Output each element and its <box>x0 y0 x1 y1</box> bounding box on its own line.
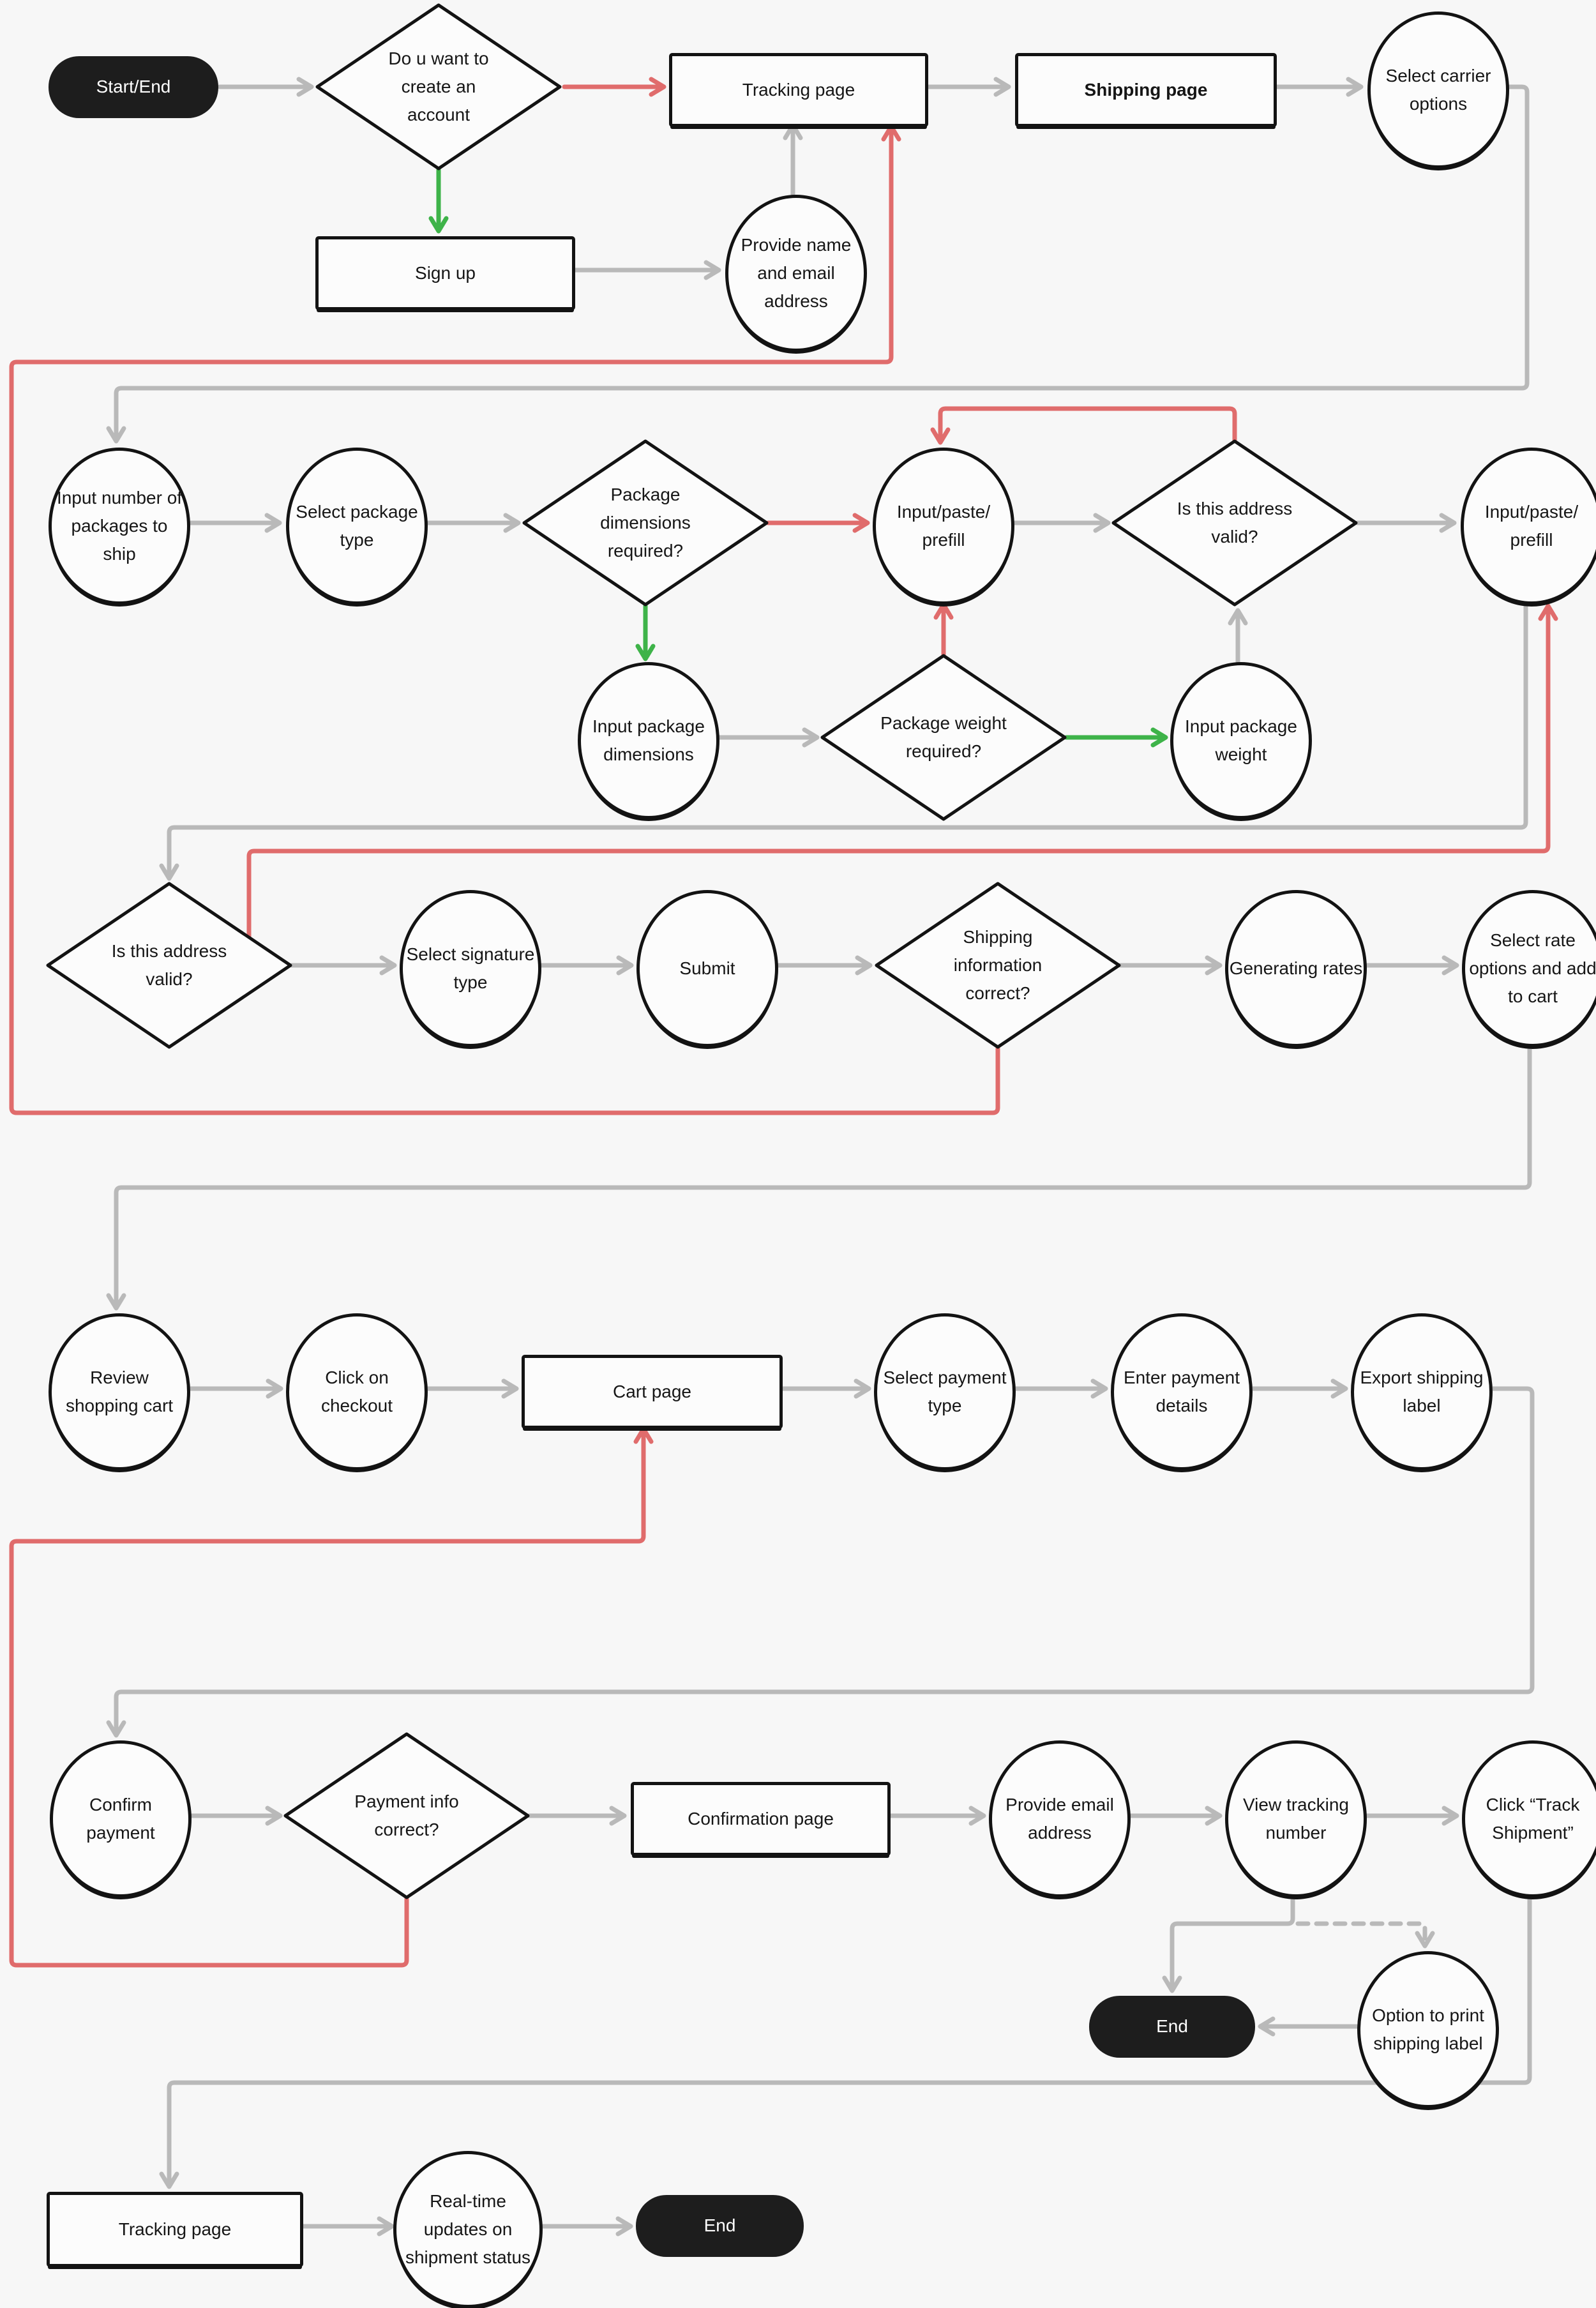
diamond-shape <box>46 882 292 1049</box>
node-provide-name-email[interactable]: Provide name and email address <box>725 195 867 352</box>
node-enter-payment-details[interactable]: Enter payment details <box>1111 1313 1253 1470</box>
node-address-valid-decision-2[interactable]: Is this address valid? <box>45 880 294 1050</box>
node-label: End <box>704 2215 736 2236</box>
node-review-shopping-cart[interactable]: Review shopping cart <box>49 1313 190 1470</box>
node-label: Tracking page <box>118 2219 232 2239</box>
node-package-weight-decision[interactable]: Package weight required? <box>819 652 1068 822</box>
node-label: Is this address valid? <box>1177 498 1293 547</box>
node-label: Select package type <box>296 501 418 550</box>
node-label: Input/paste/ prefill <box>896 501 991 550</box>
node-package-dimensions-decision[interactable]: Package dimensions required? <box>521 438 770 608</box>
diamond-shape <box>1111 439 1358 607</box>
node-label: Shipping page <box>1084 79 1208 100</box>
node-option-print-label[interactable]: Option to print shipping label <box>1357 1951 1499 2108</box>
node-label: End <box>1156 2016 1188 2037</box>
node-select-rate-options[interactable]: Select rate options and add to cart <box>1462 890 1596 1047</box>
node-sign-up[interactable]: Sign up <box>315 236 575 310</box>
node-label: Package weight required? <box>880 713 1007 761</box>
node-label: Click on checkout <box>320 1367 393 1415</box>
node-label: Do u want to create an account <box>388 48 489 125</box>
node-label: Option to print shipping label <box>1372 2005 1484 2053</box>
node-label: Input number of packages to ship <box>56 487 183 564</box>
node-input-paste-prefill-2[interactable]: Input/paste/ prefill <box>1461 448 1596 605</box>
node-label: Review shopping cart <box>65 1367 174 1415</box>
node-view-tracking-number[interactable]: View tracking number <box>1225 1740 1367 1897</box>
node-label: Submit <box>679 958 735 978</box>
node-label: Click “Track Shipment” <box>1486 1794 1580 1843</box>
node-address-valid-decision-1[interactable]: Is this address valid? <box>1110 438 1359 608</box>
node-confirm-payment[interactable]: Confirm payment <box>50 1740 192 1897</box>
node-label: Input package dimensions <box>592 716 705 764</box>
node-label: Confirmation page <box>688 1808 834 1829</box>
node-label: Provide email address <box>1005 1794 1114 1843</box>
node-click-track-shipment[interactable]: Click “Track Shipment” <box>1462 1740 1596 1897</box>
node-select-package-type[interactable]: Select package type <box>286 448 428 605</box>
diamond-shape <box>315 3 562 170</box>
node-label: Enter payment details <box>1123 1367 1240 1415</box>
node-label: Shipping information correct? <box>953 926 1043 1004</box>
node-create-account-decision[interactable]: Do u want to create an account <box>314 2 563 172</box>
node-label: Start/End <box>96 77 171 97</box>
diamond-shape <box>875 882 1121 1049</box>
node-label: Select payment type <box>883 1367 1007 1415</box>
node-provide-email-address[interactable]: Provide email address <box>989 1740 1131 1897</box>
node-start-end[interactable]: Start/End <box>49 56 218 118</box>
node-label: Input/paste/ prefill <box>1484 501 1579 550</box>
node-label: Payment info correct? <box>354 1791 459 1839</box>
node-label: Sign up <box>415 262 476 283</box>
node-label: Select rate options and add to cart <box>1469 930 1596 1007</box>
node-label: Cart page <box>613 1381 691 1401</box>
node-label: Package dimensions required? <box>600 484 691 561</box>
node-submit[interactable]: Submit <box>636 890 778 1047</box>
node-input-package-dimensions[interactable]: Input package dimensions <box>578 662 719 819</box>
node-generating-rates[interactable]: Generating rates <box>1225 890 1367 1047</box>
node-label: View tracking number <box>1242 1794 1349 1843</box>
node-shipping-page[interactable]: Shipping page <box>1015 53 1277 127</box>
node-label: Export shipping label <box>1360 1367 1484 1415</box>
node-select-carrier-options[interactable]: Select carrier options <box>1367 11 1509 169</box>
diamond-shape <box>820 654 1067 821</box>
node-input-paste-prefill-1[interactable]: Input/paste/ prefill <box>873 448 1014 605</box>
node-label: Provide name and email address <box>741 234 852 312</box>
node-label: Select carrier options <box>1385 65 1491 114</box>
node-click-on-checkout[interactable]: Click on checkout <box>286 1313 428 1470</box>
node-select-signature-type[interactable]: Select signature type <box>400 890 541 1047</box>
node-tracking-page-top[interactable]: Tracking page <box>669 53 928 127</box>
node-label: Real-time updates on shipment status <box>405 2191 531 2268</box>
node-label: Select signature type <box>406 944 535 992</box>
node-export-shipping-label[interactable]: Export shipping label <box>1351 1313 1493 1470</box>
node-cart-page[interactable]: Cart page <box>522 1355 783 1429</box>
node-input-package-weight[interactable]: Input package weight <box>1170 662 1312 819</box>
diamond-shape <box>522 439 769 607</box>
node-label: Generating rates <box>1229 958 1363 978</box>
node-tracking-page-bottom[interactable]: Tracking page <box>47 2192 303 2267</box>
node-input-number-packages[interactable]: Input number of packages to ship <box>49 448 190 605</box>
node-end-mid[interactable]: End <box>1089 1996 1255 2058</box>
node-label: Confirm payment <box>86 1794 155 1843</box>
node-select-payment-type[interactable]: Select payment type <box>874 1313 1016 1470</box>
node-realtime-updates[interactable]: Real-time updates on shipment status <box>393 2151 543 2308</box>
node-shipping-info-decision[interactable]: Shipping information correct? <box>873 880 1122 1050</box>
node-confirmation-page[interactable]: Confirmation page <box>631 1782 891 1856</box>
node-label: Is this address valid? <box>111 940 227 989</box>
node-end-bottom[interactable]: End <box>636 2195 804 2257</box>
diamond-shape <box>283 1732 530 1899</box>
node-label: Tracking page <box>742 79 855 100</box>
node-label: Input package weight <box>1185 716 1297 764</box>
node-payment-info-decision[interactable]: Payment info correct? <box>282 1731 531 1901</box>
